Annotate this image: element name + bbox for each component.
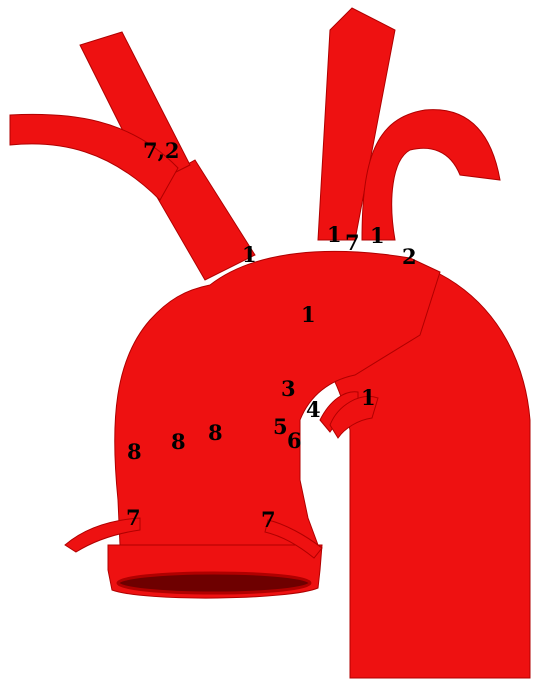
label-ductus-right: 1	[361, 387, 376, 408]
label-brachiocephalic-branch: 7,2	[143, 140, 180, 161]
label-carotid-origin: 1	[327, 224, 342, 245]
left-subclavian	[362, 110, 500, 240]
label-carotid-subclavian-gap: 7	[345, 232, 360, 253]
label-arch-centre: 1	[301, 304, 316, 325]
label-inner-curve-lower-b: 6	[287, 430, 302, 451]
label-inner-curve: 3	[281, 378, 296, 399]
label-ascending-wall-3: 8	[208, 422, 223, 443]
label-subclavian-origin: 1	[370, 225, 385, 246]
aortic-lumen	[118, 573, 310, 593]
label-ascending-wall-2: 8	[171, 431, 186, 452]
label-distal-arch: 2	[402, 246, 417, 267]
label-ascending-wall-1: 8	[127, 441, 142, 462]
label-coronary-left: 7	[126, 507, 141, 528]
label-ductus-left: 4	[306, 399, 321, 420]
label-inner-curve-lower-a: 5	[273, 416, 288, 437]
label-coronary-right: 7	[261, 509, 276, 530]
label-brachiocephalic-origin: 1	[242, 244, 257, 265]
